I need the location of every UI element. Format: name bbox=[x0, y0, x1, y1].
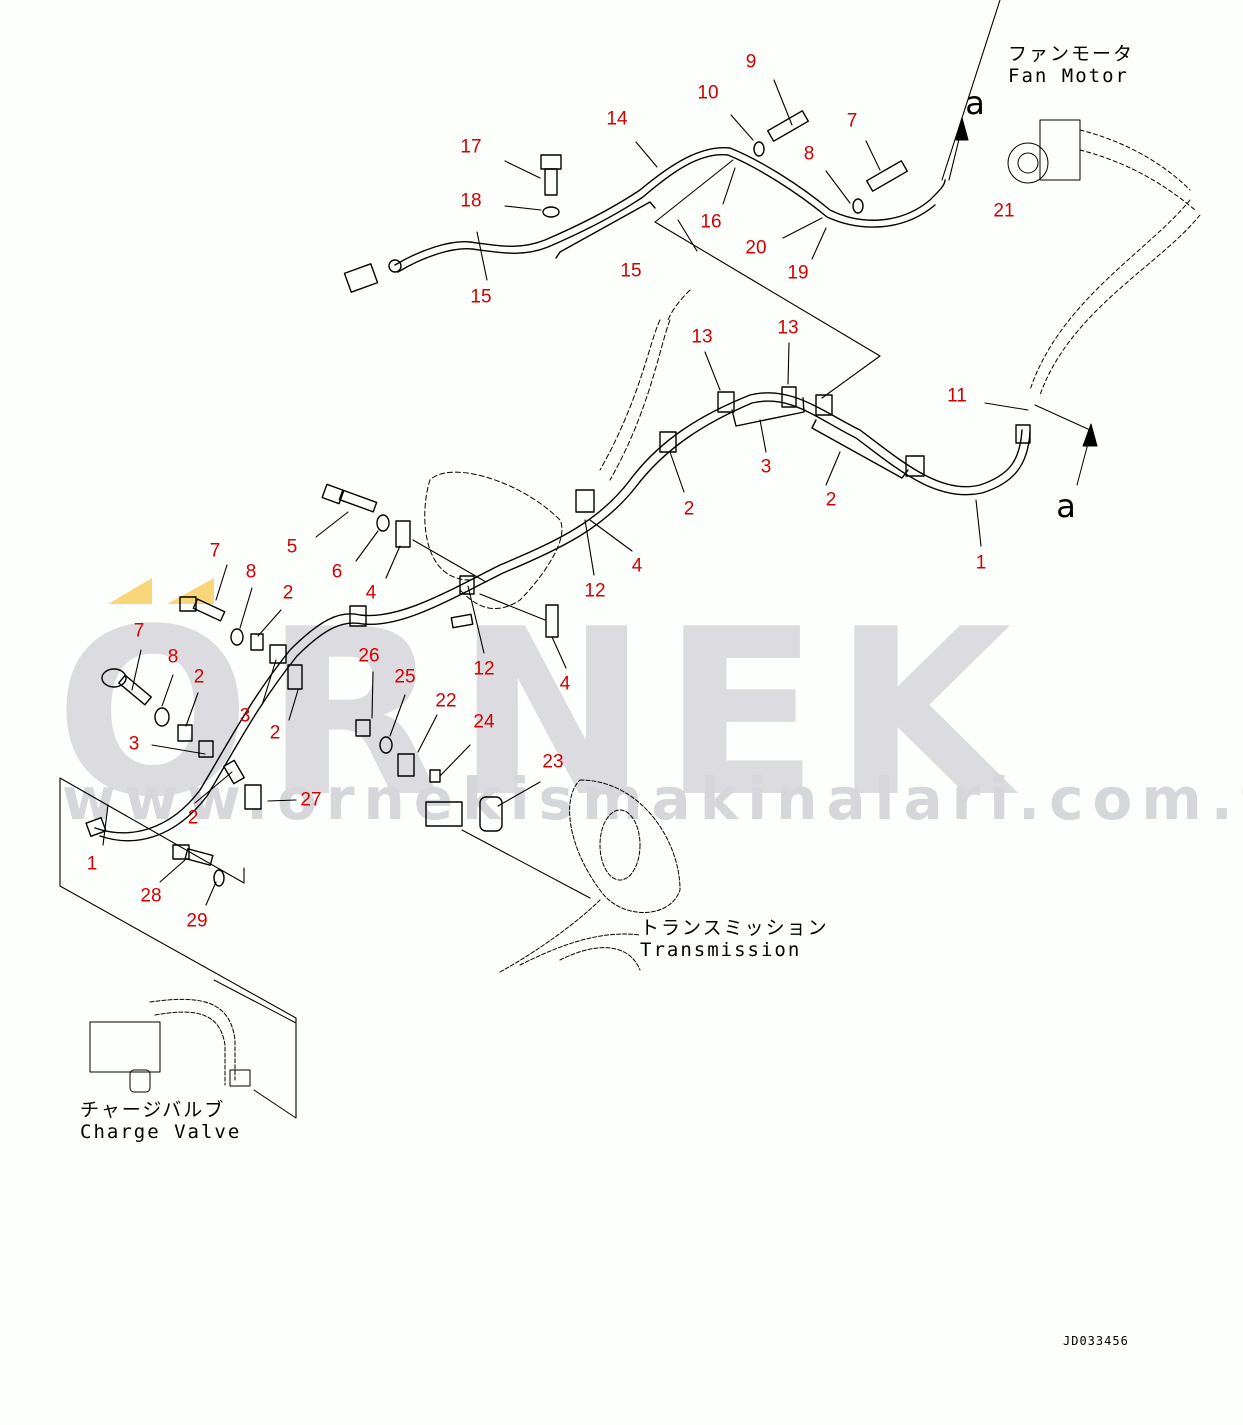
callout-label: 1 bbox=[86, 853, 98, 875]
callout-label: 13 bbox=[777, 317, 799, 339]
callout-label: 2 bbox=[269, 722, 281, 744]
main-hose-icon bbox=[85, 386, 1031, 842]
callout-label: 2 bbox=[683, 498, 695, 520]
watermark-brand: ORNEK bbox=[55, 581, 1026, 848]
callout-label: 2 bbox=[825, 489, 837, 511]
charge-valve-label-en: Charge Valve bbox=[80, 1120, 242, 1143]
callout-label: 24 bbox=[473, 711, 495, 733]
transmission-label-en: Transmission bbox=[640, 938, 802, 961]
drawing-number: JD033456 bbox=[1063, 1334, 1129, 1348]
callout-label: 16 bbox=[700, 211, 722, 233]
transmission-icon bbox=[499, 779, 681, 973]
view-marker-right: a bbox=[1056, 487, 1076, 525]
callout-label: 10 bbox=[697, 82, 719, 104]
callout-label: 8 bbox=[167, 646, 179, 668]
leader-lines bbox=[59, 342, 982, 1119]
callout-label: 28 bbox=[140, 885, 162, 907]
callout-label: 27 bbox=[300, 789, 322, 811]
upper-hose-icon bbox=[343, 147, 946, 293]
callout-label: 4 bbox=[365, 582, 377, 604]
callout-label: 9 bbox=[745, 51, 757, 73]
bolt-icon bbox=[101, 483, 559, 887]
callout-label: 15 bbox=[470, 286, 492, 308]
callout-label: 14 bbox=[606, 108, 628, 130]
callout-label: 5 bbox=[286, 536, 298, 558]
callout-label: 4 bbox=[559, 673, 571, 695]
callout-label: 8 bbox=[803, 143, 815, 165]
callout-label: 7 bbox=[846, 110, 858, 132]
callout-label: 20 bbox=[745, 237, 767, 259]
callout-label: 2 bbox=[187, 807, 199, 829]
transmission-label-jp: トランスミッション bbox=[640, 917, 829, 939]
charge-valve-caption: チャージバルブ Charge Valve bbox=[80, 1099, 242, 1144]
callout-label: 22 bbox=[435, 690, 457, 712]
callout-label: 2 bbox=[282, 582, 294, 604]
view-marker-top: a bbox=[965, 84, 985, 122]
callout-label: 7 bbox=[209, 540, 221, 562]
watermark-url: www.ornekismakinalari.com.tr bbox=[62, 765, 1243, 833]
callout-label: 6 bbox=[331, 561, 343, 583]
callout-label: 1 bbox=[975, 552, 987, 574]
hidden-hose-icon bbox=[424, 289, 691, 610]
bolt-icon bbox=[540, 110, 909, 218]
callout-label: 3 bbox=[128, 733, 140, 755]
callout-label: 25 bbox=[394, 666, 416, 688]
callout-label: 15 bbox=[620, 260, 642, 282]
fan-motor-caption: ファンモータ Fan Motor bbox=[1008, 43, 1135, 88]
callout-label: 3 bbox=[239, 705, 251, 727]
callout-label: 17 bbox=[460, 136, 482, 158]
fan-motor-label-jp: ファンモータ bbox=[1008, 43, 1135, 65]
charge-valve-label-jp: チャージバルブ bbox=[80, 1099, 226, 1121]
callout-label: 21 bbox=[993, 200, 1015, 222]
callout-label: 29 bbox=[186, 910, 208, 932]
transmission-caption: トランスミッション Transmission bbox=[640, 917, 829, 962]
callout-label: 4 bbox=[631, 555, 643, 577]
fan-motor-icon bbox=[984, 119, 1201, 486]
charge-valve-icon bbox=[89, 979, 297, 1119]
callout-label: 19 bbox=[787, 262, 809, 284]
callout-label: 7 bbox=[133, 620, 145, 642]
callout-label: 13 bbox=[691, 326, 713, 348]
leader-lines bbox=[476, 0, 1001, 399]
callout-label: 23 bbox=[542, 751, 564, 773]
callout-label: 12 bbox=[473, 658, 495, 680]
callout-label: 18 bbox=[460, 190, 482, 212]
fan-motor-label-en: Fan Motor bbox=[1008, 64, 1129, 87]
callout-label: 2 bbox=[193, 666, 205, 688]
callout-label: 12 bbox=[584, 580, 606, 602]
callout-label: 11 bbox=[947, 385, 967, 407]
callout-label: 8 bbox=[245, 561, 257, 583]
callout-label: 3 bbox=[760, 456, 772, 478]
callout-label: 26 bbox=[358, 645, 380, 667]
